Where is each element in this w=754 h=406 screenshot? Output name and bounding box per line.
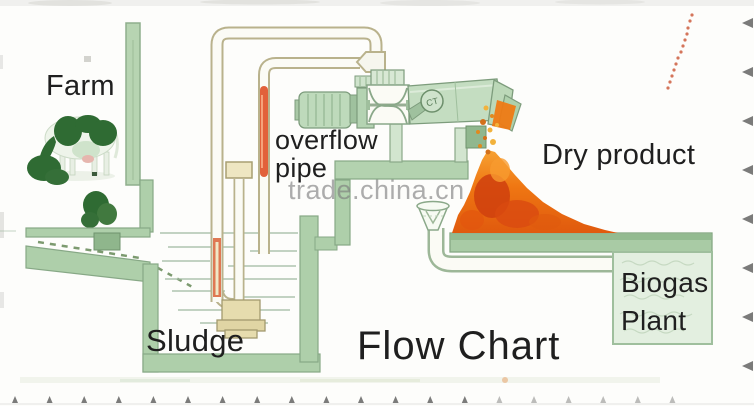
press-cylinder: CT: [407, 78, 504, 125]
falling-particles: [476, 105, 499, 155]
brand-logo-badge: [420, 89, 444, 113]
valve-box: [225, 161, 253, 179]
biogas-plant-label-line1: Biogas: [621, 267, 709, 298]
machine-leg-right: [454, 127, 468, 163]
inlet-flange: [370, 69, 405, 86]
biogas-plant-box: [612, 251, 713, 345]
drain-funnel: [416, 200, 450, 231]
submersible-pump: [216, 299, 266, 339]
overflow-pipe-label-line2: pipe: [275, 153, 328, 183]
bottom-edge-smudges: [20, 377, 660, 383]
liquid-channel: [427, 228, 613, 273]
pit-right-wall: [299, 215, 319, 363]
overflow-pipe-label-line1: overflow: [275, 125, 378, 155]
dry-product-pile: [452, 150, 618, 233]
pit-bottom: [142, 353, 321, 373]
motor: [294, 91, 359, 129]
cow-illustration: [27, 115, 119, 185]
top-edge-smudges: [0, 0, 754, 62]
biogas-plant-label-line2: Plant: [621, 305, 687, 336]
manure-chute: [25, 227, 197, 291]
output-area: [416, 150, 713, 345]
farm-label: Farm: [46, 70, 115, 102]
biogas-texture: [619, 260, 695, 334]
feed-pipe: [210, 26, 383, 302]
machine-leg-left: [389, 123, 403, 163]
separator-machine: CT: [294, 69, 522, 163]
grass-bush: [81, 191, 117, 228]
brand-logo-text: CT: [425, 96, 440, 109]
sludge-label: Sludge: [146, 323, 245, 358]
machine-wall-riser: [334, 179, 351, 246]
flow-chart-title: Flow Chart: [357, 324, 561, 368]
pit-wall-step: [314, 236, 338, 251]
bottom-ruler-ticks: [0, 396, 754, 405]
inlet-nozzle: [355, 51, 386, 73]
dotted-leader-line: [666, 13, 694, 90]
watermark-text: trade.china.cn: [288, 175, 465, 205]
sludge-pit: [0, 160, 469, 373]
left-edge-smudges: [0, 55, 4, 308]
farm-wall: [125, 22, 154, 233]
farm-scene: [25, 22, 197, 291]
auger-screw: [368, 87, 408, 125]
product-platform: [449, 232, 713, 253]
overflow-pipe: [258, 57, 360, 254]
screw-housing: [366, 84, 410, 125]
right-edge-arrow-marks: [742, 18, 753, 371]
dry-product-label: Dry product: [542, 139, 696, 171]
